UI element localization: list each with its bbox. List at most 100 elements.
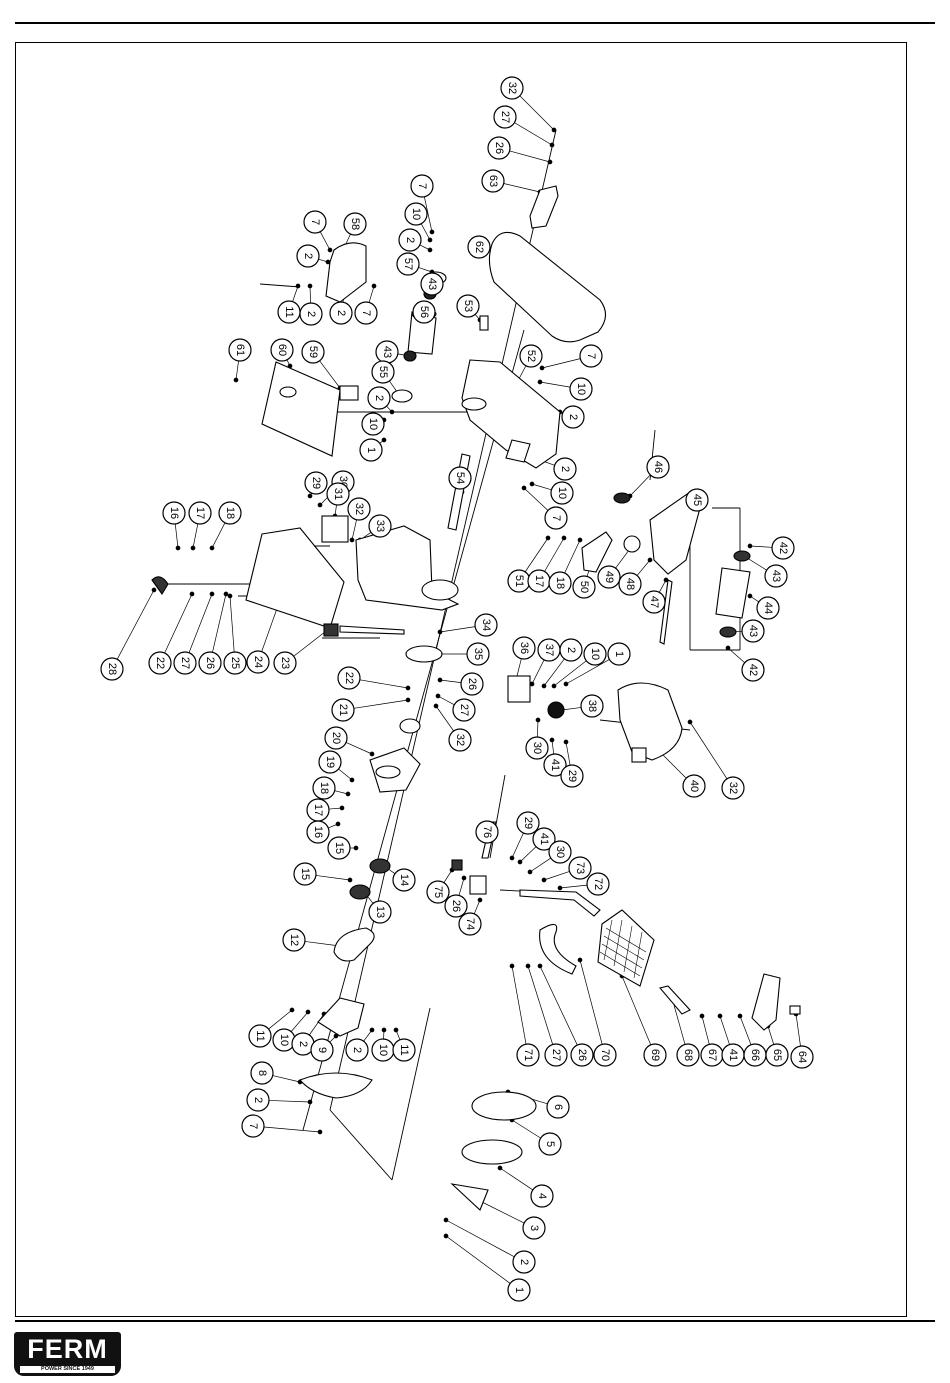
callout-number: 32 bbox=[727, 782, 739, 794]
callout-number: 6 bbox=[552, 1104, 564, 1110]
callout-number: 74 bbox=[464, 918, 476, 930]
callout-circle bbox=[444, 894, 468, 918]
callout-number: 26 bbox=[204, 657, 216, 669]
leader-line bbox=[338, 768, 353, 781]
leader-dot bbox=[577, 537, 583, 543]
callout-circle bbox=[580, 694, 604, 718]
part-callout: 2 bbox=[559, 638, 583, 662]
callout-number: 2 bbox=[252, 1097, 264, 1103]
callout-circle bbox=[646, 455, 670, 479]
callout-number: 36 bbox=[518, 642, 530, 654]
callout-number: 61 bbox=[234, 344, 246, 356]
part-callout: 7 bbox=[354, 301, 378, 325]
part-callout: 32 bbox=[721, 776, 745, 800]
callout-circle bbox=[685, 488, 709, 512]
callout-circle bbox=[500, 76, 524, 100]
callout-number: 69 bbox=[649, 1049, 661, 1061]
part-callout: 30 bbox=[525, 736, 549, 760]
plate-hole bbox=[279, 386, 297, 398]
part-callout: 29 bbox=[560, 764, 584, 788]
part-callout: 25 bbox=[223, 651, 247, 675]
callout-circle bbox=[550, 481, 574, 505]
part-callout: 18 bbox=[218, 501, 242, 525]
callout-number: 7 bbox=[550, 515, 562, 521]
callout-number: 35 bbox=[472, 648, 484, 660]
leader-line bbox=[511, 1119, 541, 1139]
callout-number: 26 bbox=[576, 1049, 588, 1061]
leader-line bbox=[659, 751, 687, 779]
part-callout: 63 bbox=[481, 169, 505, 193]
callout-circle bbox=[676, 1043, 700, 1067]
part-callout: 20 bbox=[324, 726, 348, 750]
switch-block-36-part bbox=[507, 675, 531, 703]
callout-number: 2 bbox=[565, 647, 577, 653]
callout-circle bbox=[682, 774, 706, 798]
callout-circle bbox=[516, 811, 540, 835]
part-callout: 2 bbox=[561, 405, 585, 429]
bearing-43-right-b bbox=[719, 626, 737, 638]
nut-75-part bbox=[451, 859, 463, 871]
leader-line bbox=[689, 721, 728, 779]
callout-number: 14 bbox=[398, 874, 410, 886]
rod-23-part bbox=[339, 625, 405, 635]
leader-dot bbox=[699, 1013, 705, 1019]
part-callout: 32 bbox=[347, 497, 371, 521]
callout-circle bbox=[452, 698, 476, 722]
callout-number: 1 bbox=[513, 1287, 525, 1293]
callout-number: 47 bbox=[648, 596, 660, 608]
part-callout: 2 bbox=[345, 1038, 369, 1062]
part-callout: 21 bbox=[331, 698, 355, 722]
part-callout: 26 bbox=[198, 651, 222, 675]
callout-circle bbox=[512, 1250, 536, 1274]
leader-line bbox=[529, 857, 552, 873]
leader-line bbox=[527, 965, 554, 1045]
leader-dot bbox=[527, 869, 533, 875]
leader-dot bbox=[317, 502, 323, 508]
leader-line bbox=[767, 1025, 775, 1045]
callout-number: 17 bbox=[533, 575, 545, 587]
leader-line bbox=[304, 941, 341, 947]
callout-number: 27 bbox=[550, 1049, 562, 1061]
leader-dot bbox=[563, 739, 569, 745]
callout-number: 8 bbox=[256, 1070, 268, 1076]
callout-circle bbox=[310, 1038, 334, 1062]
leader-line bbox=[309, 285, 311, 304]
part-callout: 43 bbox=[420, 272, 444, 296]
part-callout: 69 bbox=[643, 1043, 667, 1067]
callout-number: 66 bbox=[749, 1049, 761, 1061]
leader-line bbox=[519, 846, 537, 863]
bolt-53-part bbox=[479, 315, 489, 331]
callout-circle bbox=[544, 506, 568, 530]
callout-circle bbox=[282, 928, 306, 952]
leader-line bbox=[701, 1015, 710, 1045]
housing-flange bbox=[421, 579, 459, 601]
callout-circle bbox=[367, 386, 391, 410]
part-callout: 7 bbox=[303, 210, 327, 234]
part-callout: 2 bbox=[246, 1088, 270, 1112]
leader-dot bbox=[345, 791, 351, 797]
fence-65-part bbox=[751, 973, 781, 1031]
callout-circle bbox=[371, 360, 395, 384]
leader-line bbox=[629, 474, 651, 497]
callout-circle bbox=[741, 658, 765, 682]
header-rule bbox=[15, 22, 935, 24]
leader-dot bbox=[557, 885, 563, 891]
leader-line bbox=[439, 679, 462, 683]
callout-number: 10 bbox=[278, 1034, 290, 1046]
part-callout: 42 bbox=[771, 536, 795, 560]
leader-dot bbox=[227, 593, 233, 599]
part-callout: 7 bbox=[544, 506, 568, 530]
callout-number: 75 bbox=[432, 886, 444, 898]
callout-circle bbox=[643, 1043, 667, 1067]
frame-tab bbox=[505, 439, 531, 463]
leader-dot bbox=[151, 587, 157, 593]
leader-line bbox=[268, 1100, 311, 1103]
leader-dot bbox=[371, 283, 377, 289]
part-callout: 73 bbox=[568, 856, 592, 880]
callout-number: 23 bbox=[279, 657, 291, 669]
callout-number: 9 bbox=[316, 1047, 328, 1053]
part-callout: 41 bbox=[543, 753, 567, 777]
leader-dot bbox=[529, 681, 535, 687]
part-callout: 18 bbox=[548, 571, 572, 595]
leader-line bbox=[192, 523, 199, 549]
